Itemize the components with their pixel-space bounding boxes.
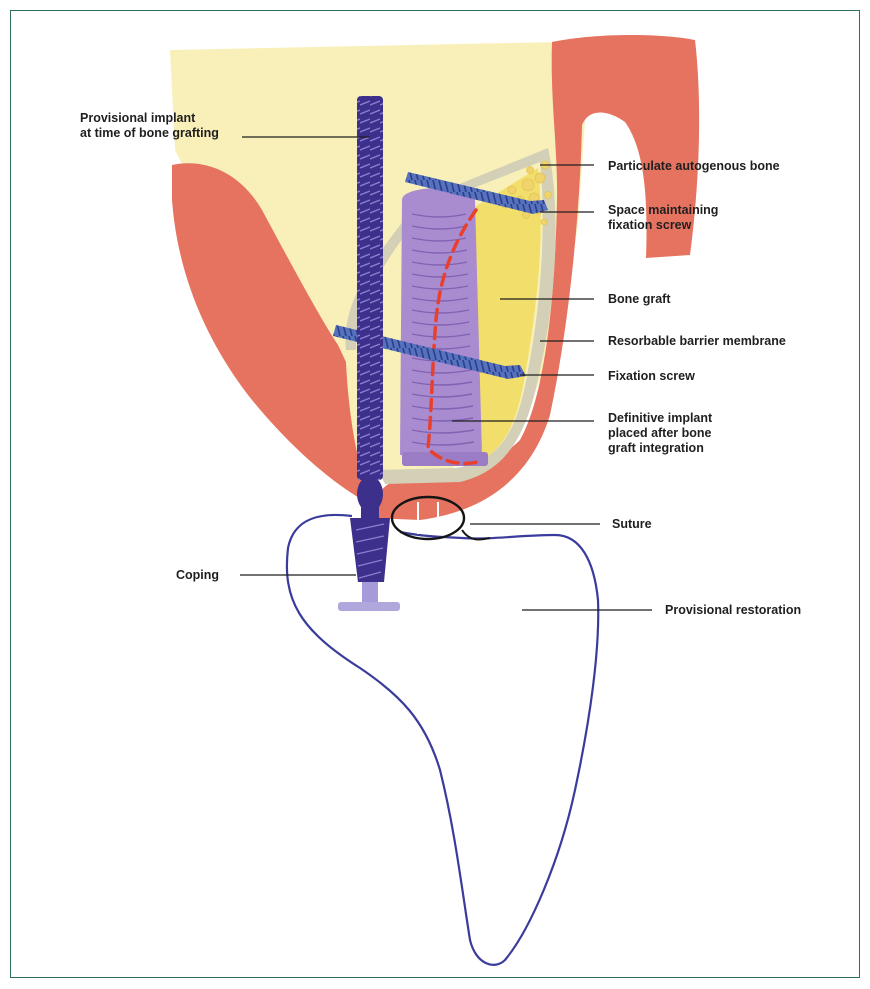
- label-bone-graft: Bone graft: [608, 292, 671, 306]
- label-provisional-restoration: Provisional restoration: [665, 603, 801, 617]
- provisional-restoration-outline: [287, 515, 598, 965]
- label-barrier-membrane: Resorbable barrier membrane: [608, 334, 786, 348]
- label-space-screw: Space maintaining fixation screw: [608, 203, 722, 232]
- definitive-implant: [400, 188, 488, 466]
- provisional-implant: [357, 96, 383, 520]
- label-provisional-implant: Provisional implant at time of bone graf…: [80, 111, 219, 140]
- label-coping: Coping: [176, 568, 219, 582]
- label-fixation-screw: Fixation screw: [608, 369, 695, 383]
- label-definitive-implant: Definitive implant placed after bone gra…: [608, 411, 716, 455]
- coping: [338, 518, 400, 611]
- label-suture: Suture: [612, 517, 652, 531]
- label-particulate-bone: Particulate autogenous bone: [608, 159, 780, 173]
